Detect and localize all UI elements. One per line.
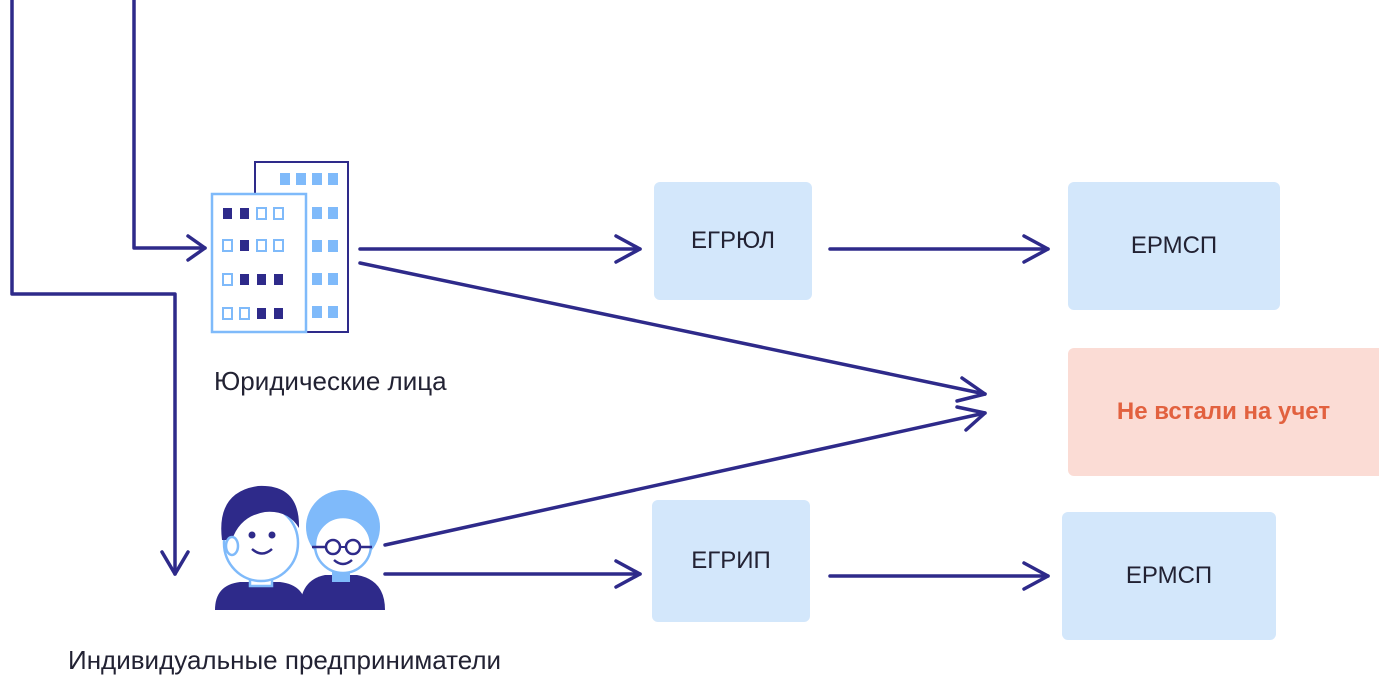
arrowhead-individual: [160, 550, 190, 576]
people-icon: [215, 485, 385, 610]
node-ermsp-top-label: ЕРМСП: [1130, 232, 1218, 259]
office-building-icon: [210, 161, 349, 334]
node-not-registered: Не встали на учет: [1068, 348, 1379, 476]
arrow-legal-to-unregistered: [358, 261, 987, 396]
arrowhead-ermsp-top: [1022, 234, 1050, 264]
node-egryul: ЕГРЮЛ: [654, 182, 812, 300]
arrowhead-egryul: [614, 234, 642, 264]
arrowhead-unregistered-a: [955, 376, 987, 403]
arrowhead-egrip: [614, 559, 642, 589]
node-ermsp-top: ЕРМСП: [1068, 182, 1280, 310]
individual-entrepreneurs-label: Индивидуальные предприниматели: [68, 645, 502, 675]
node-egryul-label: ЕГРЮЛ: [691, 227, 775, 254]
node-egrip-label: ЕГРИП: [691, 547, 771, 574]
node-egrip: ЕГРИП: [652, 500, 810, 622]
node-ermsp-bottom: ЕРМСП: [1062, 512, 1276, 640]
arrowhead-legal: [186, 234, 207, 262]
incoming-line-legal: [132, 0, 207, 250]
arrow-individual-to-unregistered: [383, 411, 987, 547]
node-ermsp-bottom-label: ЕРМСП: [1125, 562, 1213, 589]
node-not-registered-label: Не встали на учет: [1116, 398, 1331, 425]
legal-entities-label: Юридические лица: [214, 366, 447, 396]
incoming-line-individual: [10, 0, 177, 576]
arrowhead-unregistered-b: [955, 405, 987, 432]
arrowhead-ermsp-bottom: [1022, 561, 1050, 591]
